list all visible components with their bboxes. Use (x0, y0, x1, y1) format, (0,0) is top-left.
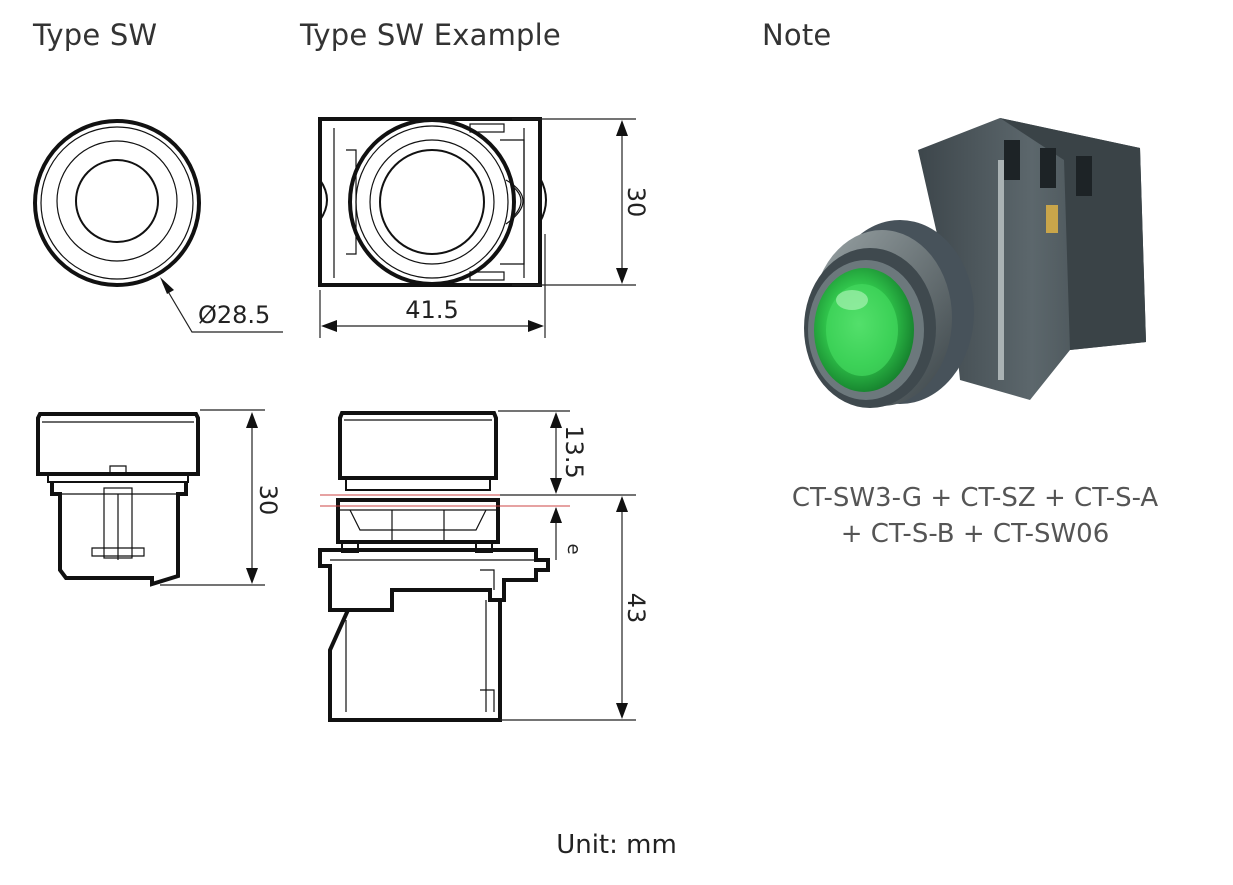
caption-line-2: + CT-S-B + CT-SW06 (840, 519, 1110, 549)
cap-height-label: 13.5 (560, 425, 588, 478)
pushbutton-product-image (804, 118, 1146, 408)
type-sw-side-view (36, 409, 265, 587)
front-height-label: 30 (622, 187, 650, 218)
width-label: 41.5 (405, 296, 458, 324)
body-height-label: 43 (622, 593, 650, 624)
example-side-view (318, 410, 636, 722)
heading-type-sw-example: Type SW Example (300, 18, 561, 52)
caption-line-1: CT-SW3-G + CT-SZ + CT-S-A (791, 483, 1159, 513)
diameter-label: Ø28.5 (198, 301, 270, 329)
heading-type-sw: Type SW (33, 18, 158, 52)
type-sw-front-view (33, 119, 283, 333)
unit-label: Unit: mm (556, 830, 677, 860)
heading-note: Note (762, 18, 832, 52)
e-label: e (563, 543, 584, 554)
side-height-label: 30 (254, 485, 282, 516)
example-front-view (318, 117, 636, 338)
